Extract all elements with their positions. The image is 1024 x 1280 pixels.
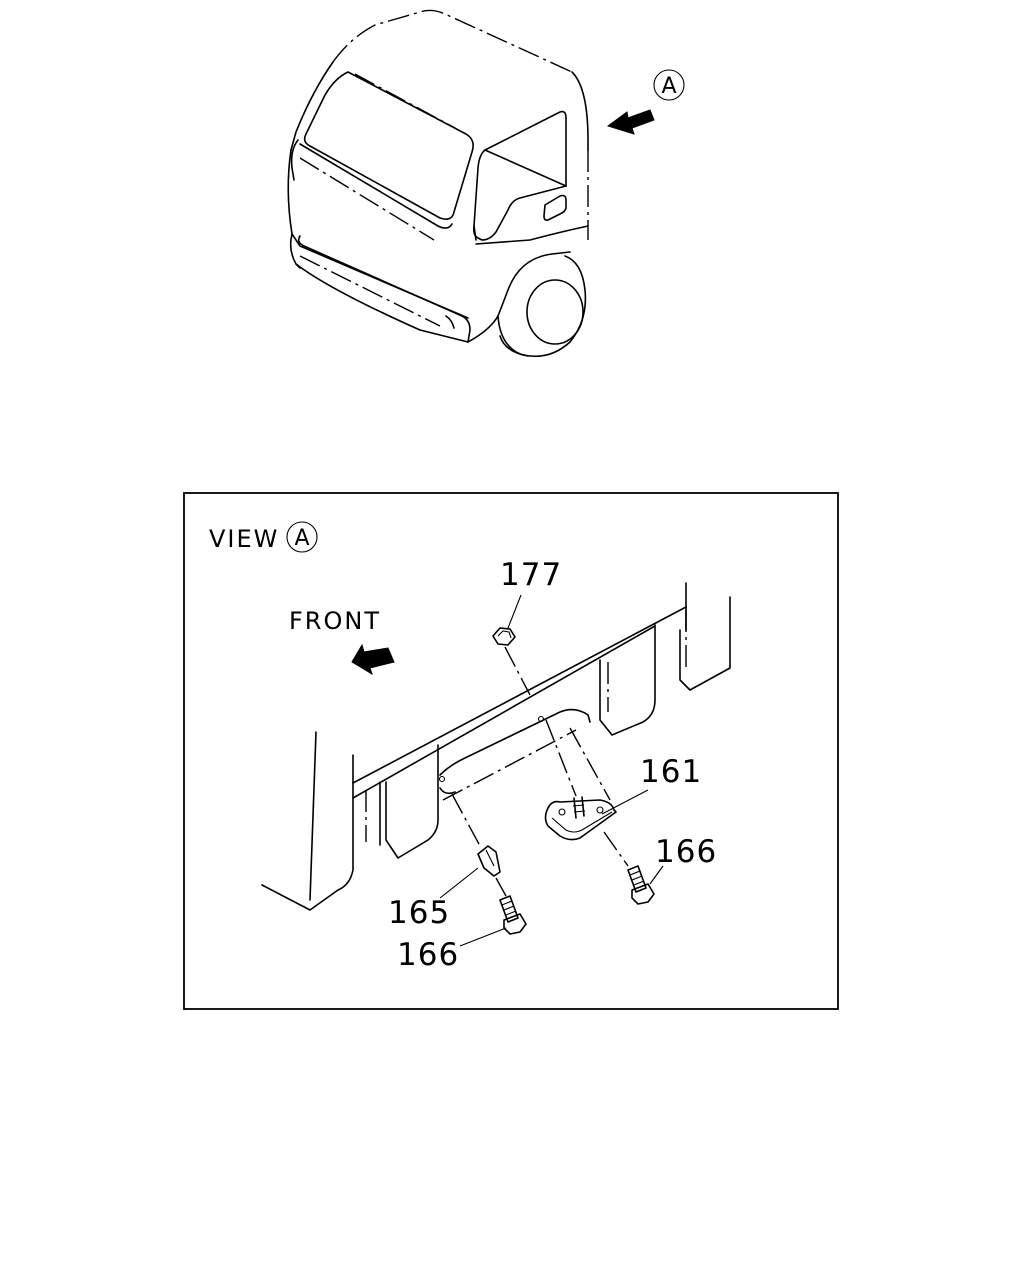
chassis-frame-drawing bbox=[261, 582, 731, 911]
bracket-161 bbox=[544, 719, 629, 867]
leader-lines bbox=[439, 594, 664, 947]
overview-view-marker: A bbox=[661, 74, 676, 99]
clip-165 bbox=[451, 793, 507, 897]
view-label: VIEW bbox=[209, 525, 279, 553]
view-marker-circle bbox=[653, 69, 685, 101]
nut-177 bbox=[492, 627, 531, 696]
callout-161: 161 bbox=[640, 754, 702, 790]
detail-view-marker: A bbox=[294, 526, 309, 551]
callout-166-left: 166 bbox=[397, 937, 459, 973]
bolt-166-lower bbox=[499, 895, 527, 935]
front-label: FRONT bbox=[289, 607, 381, 635]
front-arrow-icon bbox=[351, 643, 395, 676]
callout-177: 177 bbox=[500, 557, 562, 593]
bolt-166-upper bbox=[627, 865, 655, 905]
callout-165: 165 bbox=[388, 895, 450, 931]
detail-view-frame bbox=[183, 492, 839, 1010]
view-marker-circle bbox=[286, 521, 318, 553]
truck-cab-drawing: A bbox=[287, 9, 685, 358]
callout-166-right: 166 bbox=[655, 834, 717, 870]
